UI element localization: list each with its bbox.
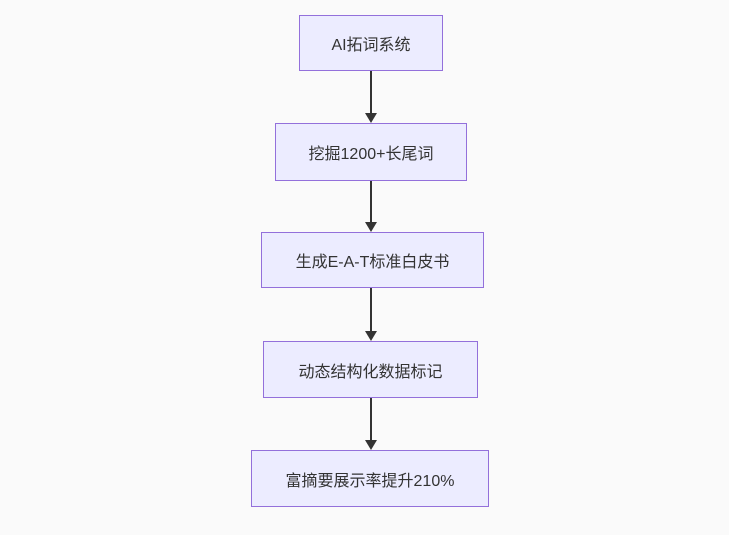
- node-label: AI拓词系统: [331, 37, 411, 54]
- arrow-line: [370, 181, 372, 222]
- flowchart-node-eat-whitepaper: 生成E-A-T标准白皮书: [261, 232, 484, 288]
- flowchart-node-longtail-keywords: 挖掘1200+长尾词: [275, 123, 467, 181]
- arrow-line: [370, 398, 372, 440]
- arrow-line: [370, 71, 372, 113]
- flow-arrow-down: [365, 288, 377, 341]
- node-label: 生成E-A-T标准白皮书: [295, 254, 450, 271]
- arrow-head-icon: [365, 440, 377, 450]
- flow-arrow-down: [365, 71, 377, 123]
- arrow-head-icon: [365, 222, 377, 232]
- arrow-line: [370, 288, 372, 331]
- node-label: 挖掘1200+长尾词: [308, 146, 434, 163]
- flow-arrow-down: [365, 398, 377, 450]
- node-label: 动态结构化数据标记: [298, 363, 443, 381]
- flowchart-node-ai-word-expansion: AI拓词系统: [299, 15, 443, 71]
- flowchart-node-structured-data-markup: 动态结构化数据标记: [263, 341, 478, 398]
- arrow-head-icon: [365, 113, 377, 123]
- arrow-head-icon: [365, 331, 377, 341]
- node-label: 富摘要展示率提升210%: [285, 472, 455, 490]
- flowchart-node-rich-snippet-result: 富摘要展示率提升210%: [251, 450, 489, 507]
- flow-arrow-down: [365, 181, 377, 232]
